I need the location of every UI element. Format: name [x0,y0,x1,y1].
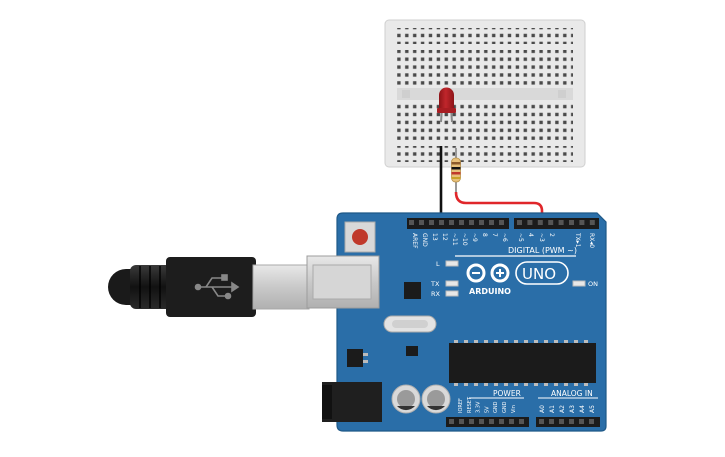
voltage-regulator [347,349,363,367]
power-label: POWER [493,389,521,398]
top-pin-label: AREF [411,233,418,249]
top-pin-label: TX▸1 [574,232,581,248]
breadboard-upper-block [397,50,573,88]
usb-chip [404,282,421,299]
l-led-label: L [436,260,440,268]
tx-led-label: TX [430,280,440,288]
top-pin-label: ~5 [517,233,524,242]
power-pin-label: RESET [467,396,473,413]
l-led [445,260,459,267]
power-pin-label: IOREF [458,398,464,413]
arduino-brand-text: ARDUINO [469,287,511,296]
power-pin-label: GND [502,401,508,413]
top-pin-label: 8 [481,233,488,237]
wire-red-pin5[interactable] [454,191,544,226]
digital-label: DIGITAL (PWM ~) [508,246,577,255]
top-pin-label: ~11 [451,233,458,246]
atmega-chip [449,343,596,383]
usb-cable[interactable] [108,257,310,317]
top-pin-label: GND [421,233,428,247]
header-top-right [514,218,599,229]
usb-connector-metal [252,264,310,310]
led[interactable] [437,87,456,123]
power-pin-label: 5V [484,406,490,413]
analog-pin-label: A3 [569,405,576,413]
header-analog [536,417,600,427]
top-pin-label: 7 [491,233,498,237]
arduino-logo-icon [466,263,510,283]
power-pin-label: GND [493,401,499,413]
top-pin-label: 13 [431,233,438,241]
uno-model-text: UNO [522,265,556,283]
analog-label: ANALOG IN [551,389,593,398]
top-pin-label: ~6 [501,233,508,242]
on-led [572,280,586,287]
analog-pin-label: A2 [559,405,566,413]
rx-led-label: RX [431,290,441,298]
header-top-left [407,218,509,229]
breadboard-channel [397,88,573,100]
analog-pin-label: A5 [589,405,596,413]
top-pin-label: ~9 [471,233,478,242]
capacitor-1 [391,384,421,414]
uno-badge [515,261,569,285]
breadboard[interactable] [384,19,586,168]
usb-icon [194,274,240,300]
rx-led [445,290,459,297]
led-body [439,87,454,112]
analog-pin-label: A4 [579,405,586,413]
top-pin-label: 4 [527,233,534,237]
capacitor-2 [421,384,451,414]
breadboard-lower-block [397,102,573,140]
top-pin-label: ~10 [461,233,468,246]
analog-pin-label: A0 [539,405,546,413]
header-power [446,417,529,427]
power-pin-label: Vin [511,405,517,413]
top-pin-label: 12 [441,233,448,241]
analog-pin-label: A1 [549,405,556,413]
on-led-label: ON [588,280,598,288]
top-pin-label: RX◂0 [588,233,595,248]
reset-button[interactable] [352,229,368,245]
resistor[interactable] [451,148,461,192]
breadboard-bottom-rail [397,146,573,162]
tx-led [445,280,459,287]
power-pin-label: 3.3V [476,401,482,413]
breadboard-top-rail [397,28,573,44]
top-pin-label: 2 [548,233,555,237]
top-pin-label: ~3 [538,233,545,242]
